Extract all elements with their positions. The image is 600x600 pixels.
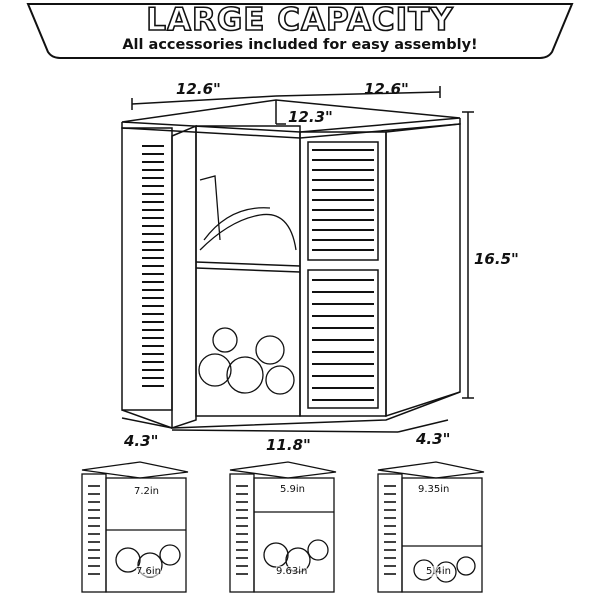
dim-bottom-left-side: 4.3" <box>124 432 159 450</box>
page-subtitle: All accessories included for easy assemb… <box>122 37 478 53</box>
page-title: LARGE CAPACITY <box>145 1 454 39</box>
dim-bottom-right-side: 4.3" <box>416 430 451 448</box>
thumb-3-bottom-label: 5.4in <box>426 566 452 577</box>
dim-top-right-width: 12.6" <box>364 80 409 98</box>
dim-top-left-width: 12.6" <box>176 80 221 98</box>
dim-bottom-front: 11.8" <box>266 436 311 454</box>
thumb-1-top-label: 7.2in <box>134 486 160 497</box>
banner-frame <box>26 3 574 59</box>
thumb-2-bottom-label: 9.63in <box>276 566 308 577</box>
dim-depth: 12.3" <box>288 108 333 126</box>
dim-height: 16.5" <box>474 250 519 268</box>
thumb-1-bottom-label: 7.6in <box>136 566 162 577</box>
thumb-2-top-label: 5.9in <box>280 484 306 495</box>
thumb-3-top-label: 9.35in <box>418 484 450 495</box>
